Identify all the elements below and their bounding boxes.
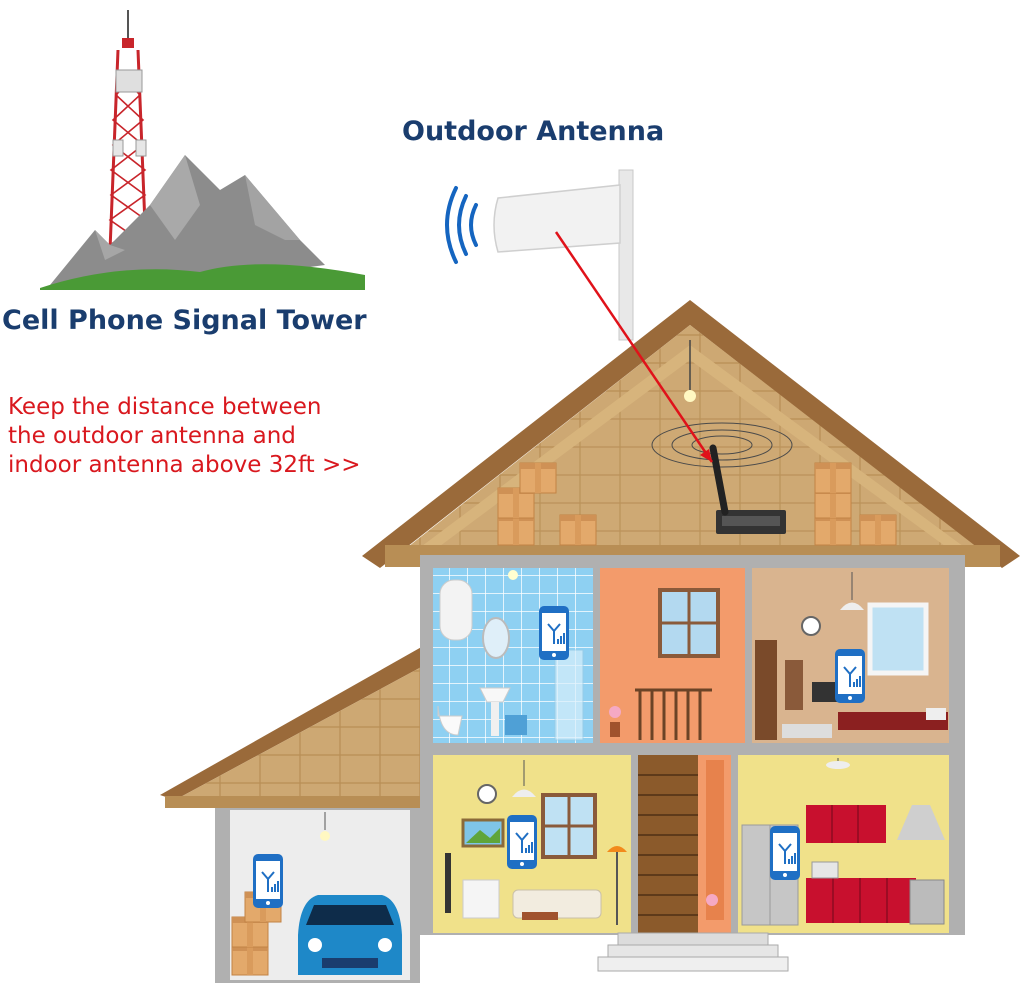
- signal-tower-label: Cell Phone Signal Tower: [2, 305, 367, 336]
- outdoor-antenna-label: Outdoor Antenna: [402, 116, 665, 147]
- mountain-icon: [40, 155, 365, 290]
- room-bedroom: [752, 568, 949, 743]
- room-stairs: [638, 755, 731, 933]
- garage-roof: [160, 645, 425, 808]
- outdoor-antenna-icon: [493, 169, 634, 341]
- front-steps: [597, 932, 789, 972]
- signal-tower-icon: [108, 10, 148, 251]
- attic: [362, 300, 1020, 568]
- distance-note: Keep the distance between the outdoor an…: [8, 394, 361, 478]
- car-icon: [298, 895, 402, 975]
- signal-booster-icon: [709, 444, 786, 534]
- room-kitchen: [738, 755, 949, 933]
- room-bathroom: [433, 568, 593, 743]
- room-hallway-upper: [600, 568, 745, 743]
- signal-rings: [651, 422, 793, 468]
- wifi-waves-icon: [445, 186, 478, 264]
- connection-arrow: [554, 231, 714, 463]
